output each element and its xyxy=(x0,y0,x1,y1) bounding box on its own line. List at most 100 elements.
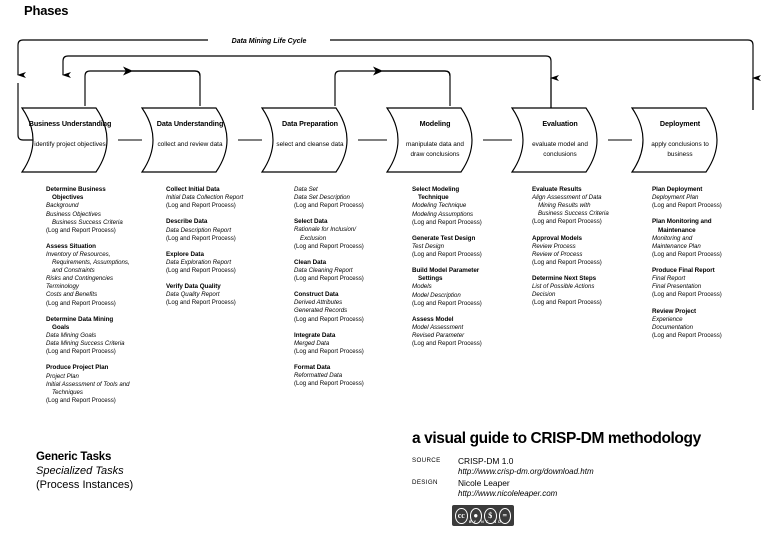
task-group-title-line: Construct Data xyxy=(294,291,339,299)
task-deliverable: Project Plan xyxy=(46,372,79,380)
phase-desc-0-0: identify project objectives xyxy=(34,141,105,148)
task-group-title-line: Approval Models xyxy=(532,234,582,242)
phase-shape-data-preparation[interactable] xyxy=(260,107,348,173)
task-deliverable: Modeling Assumptions xyxy=(412,210,474,218)
task-group-title-line: Build Model Parameter xyxy=(412,267,480,275)
page-title: Phases xyxy=(24,3,69,18)
phase-label-3: Modeling xyxy=(420,119,451,128)
lifecycle-left-return xyxy=(17,83,58,141)
task-process-note: (Log and Report Process) xyxy=(652,250,722,258)
task-group-title-line: Determine Business xyxy=(46,186,106,193)
task-group-title: Plan Deployment xyxy=(652,186,768,194)
source-value: CRISP-DM 1.0 xyxy=(458,456,514,466)
credits-block: a visual guide to CRISP-DM methodology S… xyxy=(412,430,762,501)
task-deliverable: Data Description Report xyxy=(166,226,232,234)
source-url[interactable]: http://www.crisp-dm.org/download.htm xyxy=(458,467,594,476)
phase-label-5: Deployment xyxy=(660,119,701,128)
task-group-title: Clean Data xyxy=(294,259,412,267)
task-deliverable: Align Assessment of Data xyxy=(532,194,602,202)
task-deliverable: List of Possible Actions xyxy=(532,283,595,291)
task-group-title: Produce Final Report xyxy=(652,267,768,275)
task-group-title-line: Review Project xyxy=(652,307,697,315)
task-group-title: Explore Data xyxy=(166,251,284,259)
task-deliverable: Mining Results with xyxy=(538,202,591,210)
credits-title: a visual guide to CRISP-DM methodology xyxy=(412,430,701,447)
task-deliverable: Business Success Criteria xyxy=(52,218,123,226)
source-label: SOURCE xyxy=(412,457,441,464)
evaluation-to-business-loop xyxy=(62,55,552,108)
creative-commons-license-icon[interactable]: cc ● $ = xyxy=(452,505,514,526)
task-group-title-line: Explore Data xyxy=(166,250,204,258)
task-deliverable: Merged Data xyxy=(294,339,330,347)
task-group-title: Approval Models xyxy=(532,235,650,243)
task-deliverable: Data Cleaning Report xyxy=(294,266,353,274)
phase-label-2: Data Preparation xyxy=(282,119,338,128)
task-group-title-line: Format Data xyxy=(294,364,331,372)
task-deliverable: Risks and Contingencies xyxy=(46,275,114,283)
task-group-title-line: Produce Project Plan xyxy=(46,364,109,372)
task-group-title-line: Integrate Data xyxy=(294,331,336,339)
design-url[interactable]: http://www.nicoleleaper.com xyxy=(458,489,558,498)
task-group-title-line: Evaluate Results xyxy=(532,186,582,193)
task-process-note: (Log and Report Process) xyxy=(46,299,116,307)
task-process-note: (Log and Report Process) xyxy=(652,331,722,339)
task-deliverable: Rationale for Inclusion/ xyxy=(294,226,356,234)
task-deliverable: Reformatted Data xyxy=(294,372,343,380)
task-deliverable: and Constraints xyxy=(52,267,95,275)
task-group-title-line: Determine Next Steps xyxy=(532,275,597,283)
task-deliverable: Techniques xyxy=(52,388,83,396)
task-group-title: Format Data xyxy=(294,364,412,372)
task-deliverable: Requirements, Assumptions, xyxy=(52,259,130,267)
modeling-prep-loop-arrowhead xyxy=(373,66,451,77)
task-deliverable: Business Success Criteria xyxy=(538,210,609,218)
task-deliverable: Final Presentation xyxy=(652,283,702,291)
task-deliverable: Terminology xyxy=(46,283,79,291)
cc-nc-icon: $ xyxy=(484,507,497,524)
task-process-note: (Log and Report Process) xyxy=(294,315,364,323)
credit-row-source: SOURCE CRISP-DM 1.0 xyxy=(412,456,762,468)
task-deliverable: Background xyxy=(46,202,79,210)
task-group-title-line: Determine Data Mining xyxy=(46,315,114,323)
cycle-label-backdrop xyxy=(208,34,330,46)
task-deliverable: Test Design xyxy=(412,242,444,250)
cycle-label: Data Mining Life Cycle xyxy=(232,38,307,45)
phase-shape-business-understanding[interactable] xyxy=(20,107,108,173)
phase-shape-evaluation[interactable] xyxy=(510,107,598,173)
legend-specialized-tasks: Specialized Tasks xyxy=(36,465,124,477)
phase-shape-data-understanding[interactable] xyxy=(140,107,228,173)
phase-desc-4-0: evaluate model and xyxy=(532,141,588,148)
task-process-note: (Log and Report Process) xyxy=(532,258,602,266)
task-group-title-line: Objectives xyxy=(52,194,84,202)
task-group-title: Assess Situation xyxy=(46,243,164,251)
task-process-note: (Log and Report Process) xyxy=(532,218,602,226)
legend-generic-tasks: Generic Tasks xyxy=(36,451,112,463)
task-group-title: Review Project xyxy=(652,308,768,316)
task-group-title: Select Data xyxy=(294,218,412,226)
phase-flow-diagram: Data Mining Life Cycle Business Understa… xyxy=(17,34,761,173)
task-deliverable: Review of Process xyxy=(532,250,583,258)
task-group-title-line: Describe Data xyxy=(166,218,208,226)
task-group-title: Describe Data xyxy=(166,218,284,226)
task-group-title-line: Goals xyxy=(52,323,70,331)
phase-shape-deployment[interactable] xyxy=(630,107,718,173)
task-deliverable: Initial Data Collection Report xyxy=(166,194,244,202)
task-group-title-line: Select Modeling xyxy=(412,186,460,193)
task-process-note: (Log and Report Process) xyxy=(294,275,364,283)
task-group-title-line: Technique xyxy=(418,194,449,202)
task-group-title-line: Verify Data Quality xyxy=(166,283,221,291)
phase-shape-modeling[interactable] xyxy=(385,107,473,173)
task-deliverable: Data Mining Goals xyxy=(46,332,97,340)
